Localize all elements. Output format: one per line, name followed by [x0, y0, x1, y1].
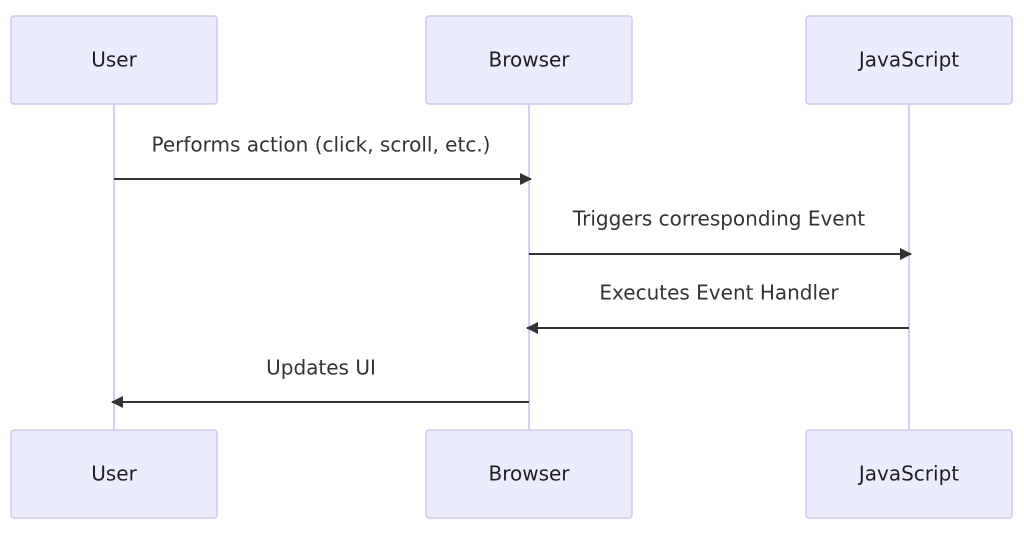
- message-label: Performs action (click, scroll, etc.): [152, 133, 491, 157]
- actor-label: Browser: [488, 462, 570, 486]
- message-label: Triggers corresponding Event: [572, 207, 865, 231]
- actor-label: JavaScript: [857, 462, 959, 486]
- actor-browser-top: Browser: [425, 15, 633, 105]
- actor-user-top: User: [10, 15, 218, 105]
- actor-label: User: [91, 48, 137, 72]
- message-1: Performs action (click, scroll, etc.): [114, 133, 532, 185]
- message-label: Updates UI: [266, 356, 376, 380]
- actor-box: [425, 15, 633, 105]
- actor-label: User: [91, 462, 137, 486]
- actor-javascript-top: JavaScript: [805, 15, 1013, 105]
- actor-box: [10, 429, 218, 519]
- message-2: Triggers corresponding Event: [529, 207, 912, 260]
- actor-label: Browser: [488, 48, 570, 72]
- message-4: Updates UI: [111, 356, 529, 408]
- actor-box: [425, 429, 633, 519]
- actor-user-bottom: User: [10, 429, 218, 519]
- actor-browser-bottom: Browser: [425, 429, 633, 519]
- actor-box: [805, 15, 1013, 105]
- actor-javascript-bottom: JavaScript: [805, 429, 1013, 519]
- message-label: Executes Event Handler: [599, 281, 839, 305]
- actor-label: JavaScript: [857, 48, 959, 72]
- actor-box: [10, 15, 218, 105]
- message-3: Executes Event Handler: [526, 281, 909, 334]
- actor-box: [805, 429, 1013, 519]
